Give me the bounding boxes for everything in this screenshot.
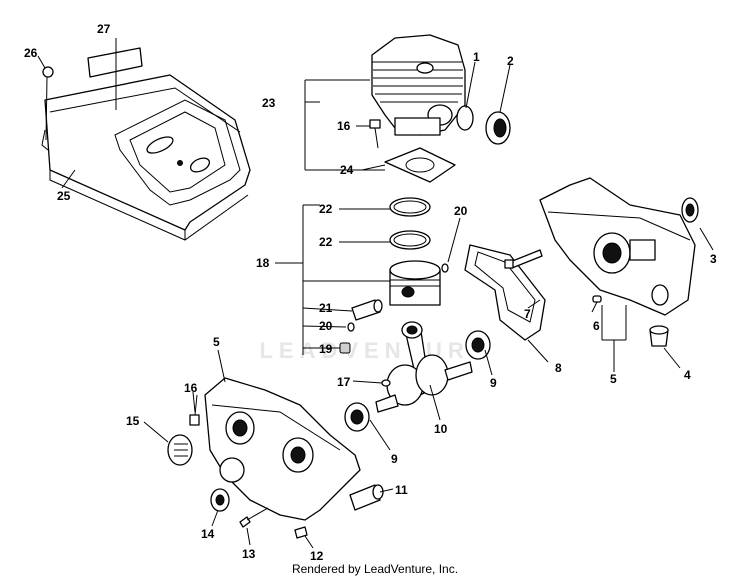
- oil-seal-left-part: [210, 488, 230, 512]
- piston-part: [389, 260, 441, 306]
- label-20-lower: 20: [319, 319, 333, 333]
- wrist-pin-part: [351, 299, 383, 321]
- label-23: 23: [262, 96, 276, 110]
- drain-plug-part: [167, 434, 193, 466]
- cylinder-bolt-part: [369, 119, 381, 149]
- crankcase-gasket-part: [464, 244, 546, 341]
- label-22-upper: 22: [319, 202, 333, 216]
- label-3: 3: [710, 252, 717, 266]
- label-4: 4: [684, 368, 691, 382]
- crankcase-right-part: [539, 177, 696, 316]
- intake-gasket-part: [456, 105, 474, 131]
- dowel-pin-part: [592, 295, 602, 303]
- screw-part: [294, 526, 308, 539]
- label-6: 6: [593, 319, 600, 333]
- main-bearing-left-part: [344, 402, 370, 432]
- label-7: 7: [524, 307, 531, 321]
- label-9-left: 9: [391, 452, 398, 466]
- intake-boot-part: [485, 111, 511, 145]
- top-cover-part: [44, 74, 251, 241]
- oil-seal-right-part: [681, 197, 699, 223]
- label-17: 17: [337, 375, 351, 389]
- label-19: 19: [319, 342, 333, 356]
- needle-bearing-part: [339, 342, 351, 354]
- circlip-lower-part: [347, 322, 355, 332]
- label-24: 24: [340, 163, 354, 177]
- label-5-left: 5: [213, 335, 220, 349]
- long-bolt-part: [239, 507, 269, 528]
- crankcase-left-part: [204, 377, 361, 521]
- crank-key-part: [381, 379, 391, 387]
- base-gasket-part: [384, 147, 456, 183]
- decal-part: [87, 47, 143, 78]
- cylinder-part: [371, 34, 466, 136]
- label-16-upper: 16: [337, 119, 351, 133]
- label-22-lower: 22: [319, 235, 333, 249]
- label-26: 26: [24, 46, 38, 60]
- watermark: LEADVENTURE: [259, 338, 490, 363]
- main-bearing-right-part: [465, 330, 491, 360]
- part-number-labels: 27 26 25 23 1 2 16 24 22 22 20 18 21 20 …: [24, 22, 717, 563]
- label-8: 8: [555, 361, 562, 375]
- label-20-upper: 20: [454, 204, 468, 218]
- label-10: 10: [434, 422, 448, 436]
- fitting-part: [349, 484, 384, 511]
- label-18: 18: [256, 256, 270, 270]
- case-bolt-part: [504, 249, 543, 269]
- label-12: 12: [310, 549, 324, 563]
- label-2: 2: [507, 54, 514, 68]
- label-5-right: 5: [610, 372, 617, 386]
- circlip-upper-part: [441, 263, 449, 273]
- label-21: 21: [319, 301, 333, 315]
- label-15: 15: [126, 414, 140, 428]
- label-11: 11: [395, 483, 408, 497]
- grommet-part: [649, 325, 669, 347]
- footer-credit: Rendered by LeadVenture, Inc.: [291, 562, 459, 576]
- label-1: 1: [473, 50, 480, 64]
- leader-lines: [37, 38, 714, 549]
- crankshaft-part: [375, 321, 473, 413]
- label-9-right: 9: [490, 376, 497, 390]
- label-16-lower: 16: [184, 381, 198, 395]
- label-25: 25: [57, 189, 71, 203]
- label-14: 14: [201, 527, 215, 541]
- label-13: 13: [242, 547, 256, 561]
- cover-screw-part: [41, 66, 54, 151]
- label-27: 27: [97, 22, 111, 36]
